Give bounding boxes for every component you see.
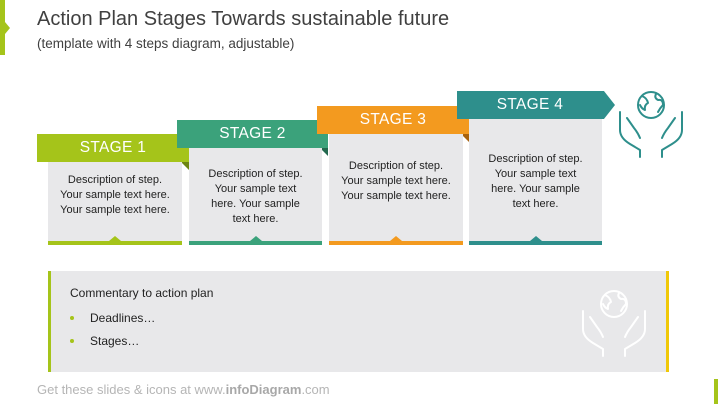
- stage-1-header: STAGE 1: [37, 134, 189, 162]
- stage-4-bar: [469, 241, 602, 245]
- page-subtitle: (template with 4 steps diagram, adjustab…: [37, 36, 295, 51]
- commentary-right-bar: [666, 271, 669, 372]
- stage-4-label: STAGE 4: [496, 96, 564, 113]
- commentary-bullet: Stages…: [70, 334, 139, 348]
- globe-in-hands-icon: [619, 91, 683, 158]
- footer-brand: infoDiagram: [225, 382, 302, 397]
- stage-2-description: Description of step. Your sample text he…: [208, 168, 303, 225]
- stage-3-description: Description of step. Your sample text he…: [341, 160, 451, 202]
- stage-1-description: Description of step. Your sample text he…: [60, 174, 170, 216]
- stage-2-pointer: [249, 236, 262, 241]
- footer-credit: Get these slides & icons at www.infoDiag…: [37, 382, 330, 397]
- stage-2-card: Description of step. Your sample text he…: [189, 148, 322, 245]
- stage-2-fold: [320, 148, 328, 156]
- commentary-left-bar: [48, 271, 51, 372]
- right-accent-bar: [714, 379, 718, 404]
- stage-3-pointer: [390, 236, 402, 241]
- left-accent-notch: [5, 22, 10, 34]
- commentary-bullet: Deadlines…: [70, 311, 155, 325]
- commentary-title: Commentary to action plan: [70, 286, 214, 300]
- stage-4-description: Description of step. Your sample text he…: [488, 153, 583, 210]
- stage-3-card: Description of step. Your sample text he…: [329, 134, 463, 245]
- bullet-dot: [70, 339, 74, 343]
- commentary-box: Commentary to action plan Deadlines… Sta…: [48, 271, 669, 372]
- stage-1-bar: [48, 241, 182, 245]
- stage-3-header: STAGE 3: [317, 106, 469, 134]
- stage-1-card: Description of step. Your sample text he…: [48, 162, 182, 245]
- globe-in-hands-icon: [582, 290, 646, 357]
- commentary-bullet-text: Stages…: [90, 334, 140, 348]
- stage-4-pointer: [529, 236, 542, 241]
- bullet-dot: [70, 316, 74, 320]
- stage-3-label: STAGE 3: [359, 111, 427, 128]
- stage-2-label: STAGE 2: [219, 125, 286, 142]
- left-accent-bar: [0, 0, 5, 55]
- footer-prefix: Get these slides & icons at www.: [37, 382, 226, 397]
- stage-4-card: Description of step. Your sample text he…: [469, 119, 602, 245]
- page-title: Action Plan Stages Towards sustainable f…: [37, 8, 450, 30]
- stage-1-fold: [181, 162, 189, 170]
- stage-3-bar: [329, 241, 463, 245]
- commentary-bullet-text: Deadlines…: [90, 311, 156, 325]
- stage-2-header: STAGE 2: [177, 120, 328, 148]
- stage-3-fold: [461, 134, 469, 142]
- stage-1-label: STAGE 1: [79, 139, 147, 156]
- stage-1-pointer: [109, 236, 121, 241]
- stage-2-bar: [189, 241, 322, 245]
- stage-4-header: STAGE 4: [457, 91, 615, 119]
- footer-suffix: .com: [301, 382, 330, 397]
